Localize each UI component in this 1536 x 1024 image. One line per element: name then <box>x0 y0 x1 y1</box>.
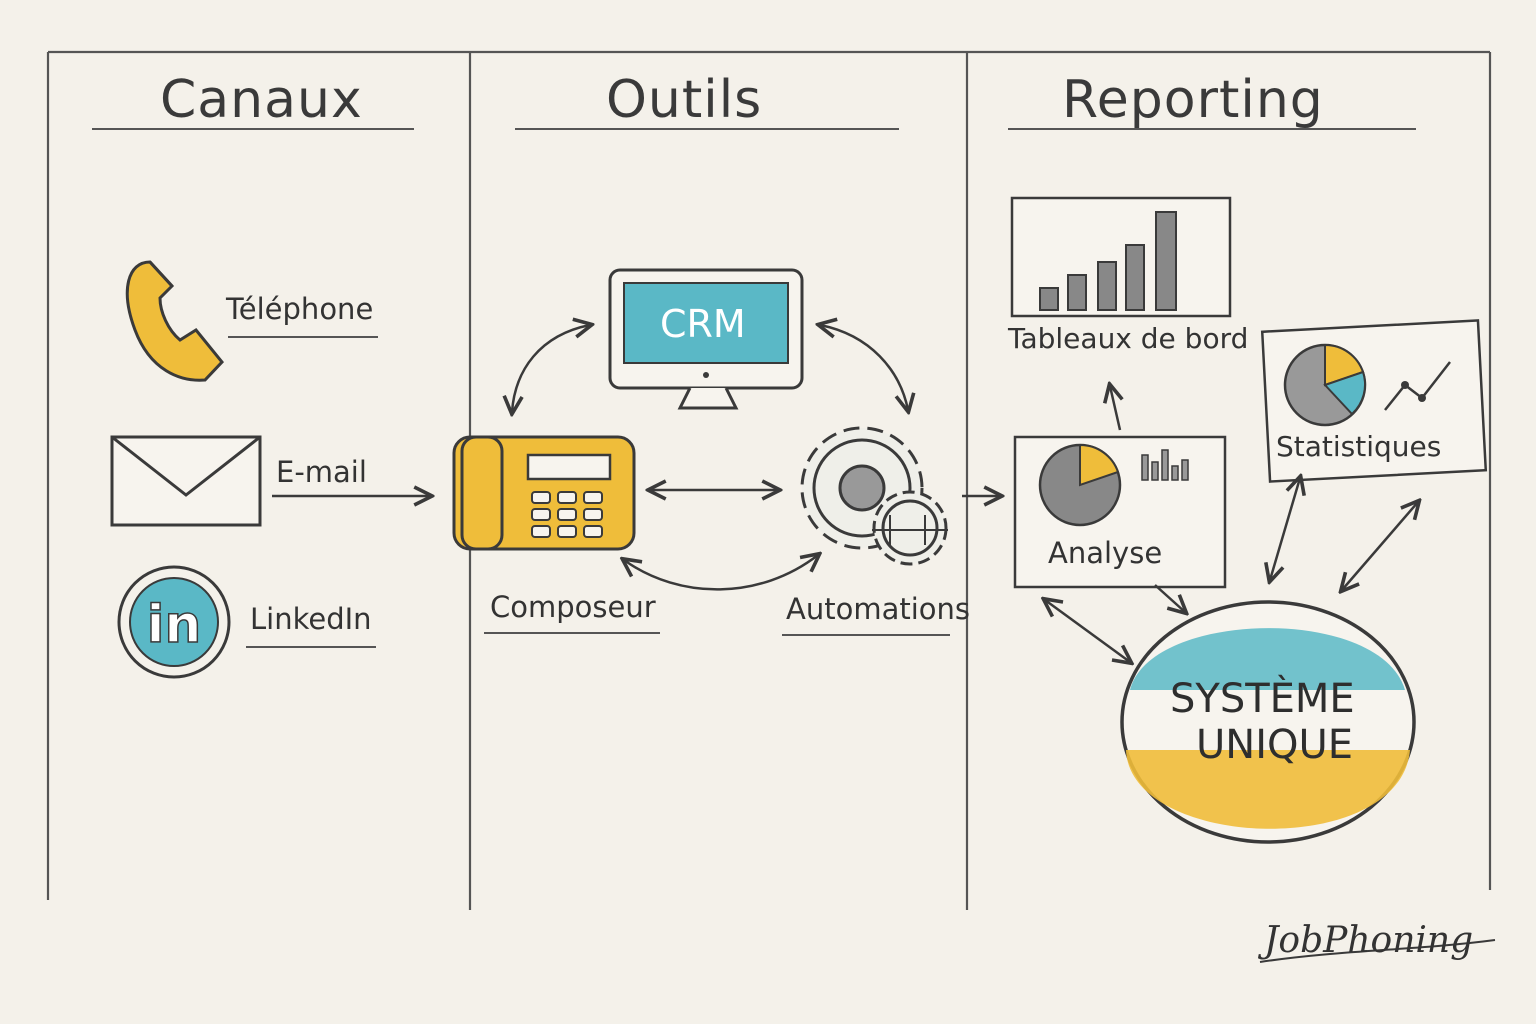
title-underline <box>515 128 899 130</box>
phone-handset-icon <box>125 260 224 382</box>
bar-chart-icon <box>1010 196 1232 318</box>
reporting-label-analysis: Analyse <box>1048 536 1163 570</box>
single-system-line1: SYSTÈME <box>1170 676 1355 722</box>
column-title-tools: Outils <box>606 70 763 130</box>
linkedin-icon: in <box>117 565 231 679</box>
reporting-label-dashboards: Tableaux de bord <box>1008 322 1249 355</box>
pie-chart-icon <box>1013 435 1227 589</box>
logo-swash <box>1259 939 1496 963</box>
tool-arrows <box>512 325 1000 591</box>
gears-icon <box>800 426 948 566</box>
title-underline <box>92 128 414 130</box>
label-underline <box>484 632 660 634</box>
column-title-reporting: Reporting <box>1062 70 1324 130</box>
channel-label-phone: Téléphone <box>226 292 374 326</box>
title-underline <box>1008 128 1416 130</box>
envelope-icon <box>110 435 262 527</box>
single-system-line2: UNIQUE <box>1196 722 1354 768</box>
column-title-channels: Canaux <box>160 70 363 130</box>
tool-label-automations: Automations <box>786 592 971 626</box>
pie-line-chart-icon <box>1260 319 1488 483</box>
channel-label-linkedin: LinkedIn <box>250 602 372 636</box>
brand-logo: JobPhoning <box>1264 920 1474 961</box>
reporting-label-statistics: Statistiques <box>1276 430 1442 463</box>
label-underline <box>228 336 378 338</box>
monitor-icon <box>608 268 804 410</box>
tool-label-dialer: Composeur <box>490 590 656 624</box>
channel-label-email: E-mail <box>276 455 367 489</box>
desk-phone-icon <box>452 435 636 551</box>
tool-label-crm: CRM <box>660 302 746 346</box>
svg-text:in: in <box>147 595 202 655</box>
reporting-arrows <box>1045 386 1418 662</box>
single-system-disc <box>1120 600 1416 844</box>
label-underline <box>246 646 376 648</box>
label-underline <box>782 634 950 636</box>
